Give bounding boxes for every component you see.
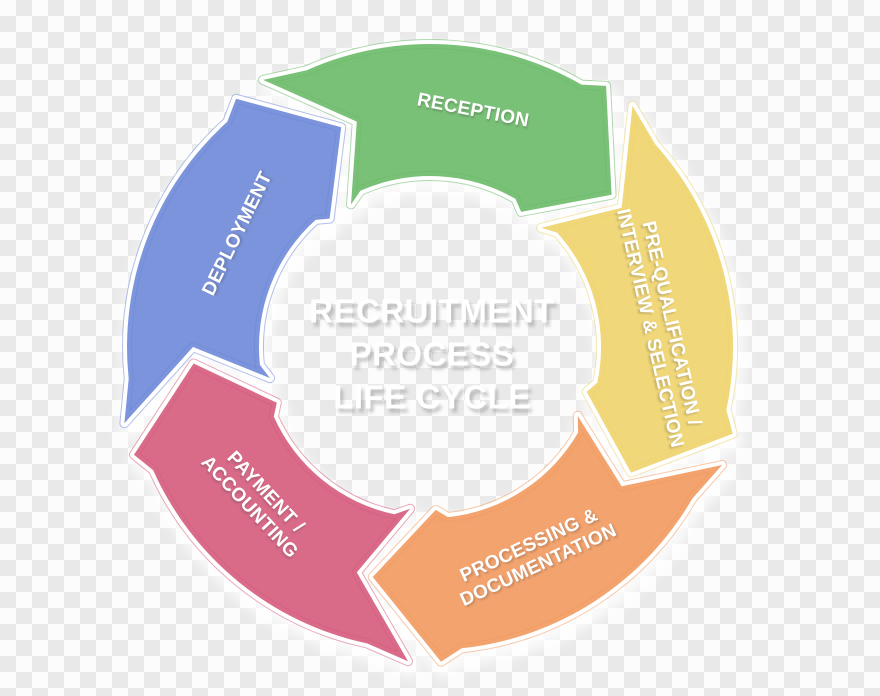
- title-line-3: LIFE CYCLE: [333, 378, 531, 416]
- segment-shape-processing-documentation: [368, 411, 727, 666]
- segment-shape-pre-qualification: [537, 101, 737, 477]
- diagram-center-title: RECRUITMENT PROCESS LIFE CYCLE: [192, 290, 672, 419]
- segment-shape-reception: [259, 40, 616, 216]
- cycle-segments: [119, 39, 738, 667]
- segment-shape-deployment: [120, 94, 346, 428]
- title-line-2: PROCESS: [349, 335, 515, 373]
- title-line-1: RECRUITMENT: [309, 292, 555, 330]
- segment-shape-payment-accounting: [130, 359, 415, 666]
